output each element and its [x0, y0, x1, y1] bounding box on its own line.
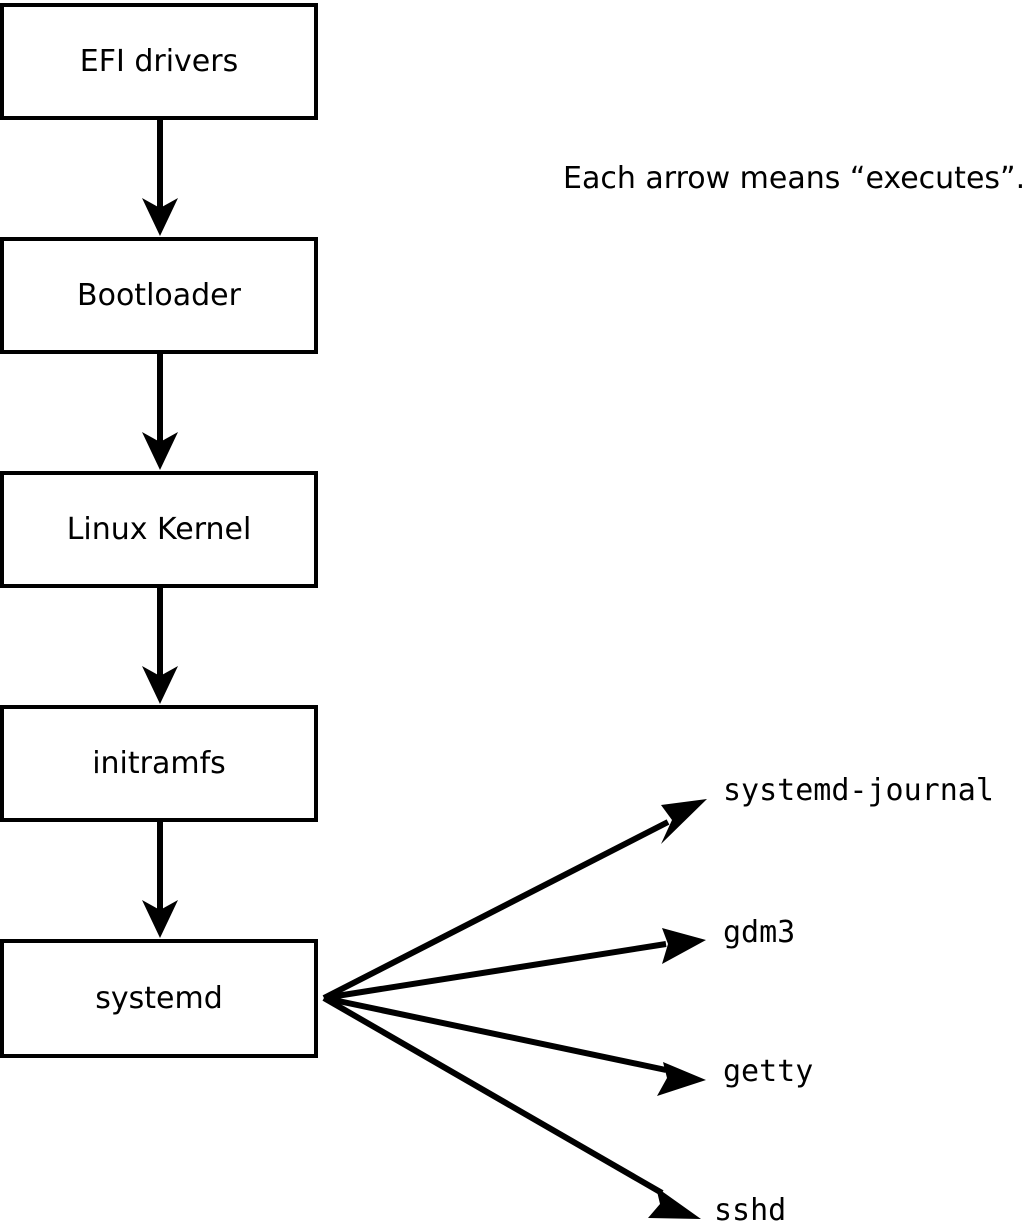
arrow-linux-kernel-to-initramfs	[142, 588, 178, 704]
leaf-label-getty[interactable]: getty	[723, 1057, 813, 1087]
process-box-systemd[interactable]: systemd	[0, 939, 318, 1058]
arrow-bootloader-to-linux-kernel	[142, 354, 178, 470]
leaf-label-text: sshd	[714, 1193, 787, 1228]
process-box-label: systemd	[95, 980, 223, 1016]
leaf-label-sshd[interactable]: sshd	[714, 1196, 786, 1226]
leaf-label-text: getty	[723, 1054, 814, 1089]
arrow-systemd-to-gdm3	[323, 928, 706, 1001]
process-box-label: EFI drivers	[79, 43, 239, 79]
leaf-label-text: systemd-journal	[723, 773, 994, 808]
arrow-systemd-to-systemd-journal	[322, 799, 707, 1001]
process-box-linux-kernel[interactable]: Linux Kernel	[0, 471, 318, 588]
diagram-caption: Each arrow means “executes”.	[563, 164, 1023, 194]
process-box-efi-drivers[interactable]: EFI drivers	[0, 3, 318, 120]
arrow-systemd-to-getty	[323, 995, 706, 1096]
arrow-systemd-to-sshd	[322, 995, 701, 1219]
leaf-label-gdm3[interactable]: gdm3	[723, 918, 795, 948]
arrow-efi-drivers-to-bootloader	[142, 120, 178, 236]
process-box-label: Linux Kernel	[66, 511, 252, 547]
diagram-caption-text: Each arrow means “executes”.	[563, 161, 1023, 196]
process-box-label: initramfs	[92, 745, 226, 781]
leaf-label-systemd-journal[interactable]: systemd-journal	[723, 776, 994, 806]
leaf-label-text: gdm3	[723, 915, 796, 950]
process-box-initramfs[interactable]: initramfs	[0, 705, 318, 822]
process-box-bootloader[interactable]: Bootloader	[0, 237, 318, 354]
arrow-initramfs-to-systemd	[142, 822, 178, 938]
process-box-label: Bootloader	[77, 277, 241, 313]
